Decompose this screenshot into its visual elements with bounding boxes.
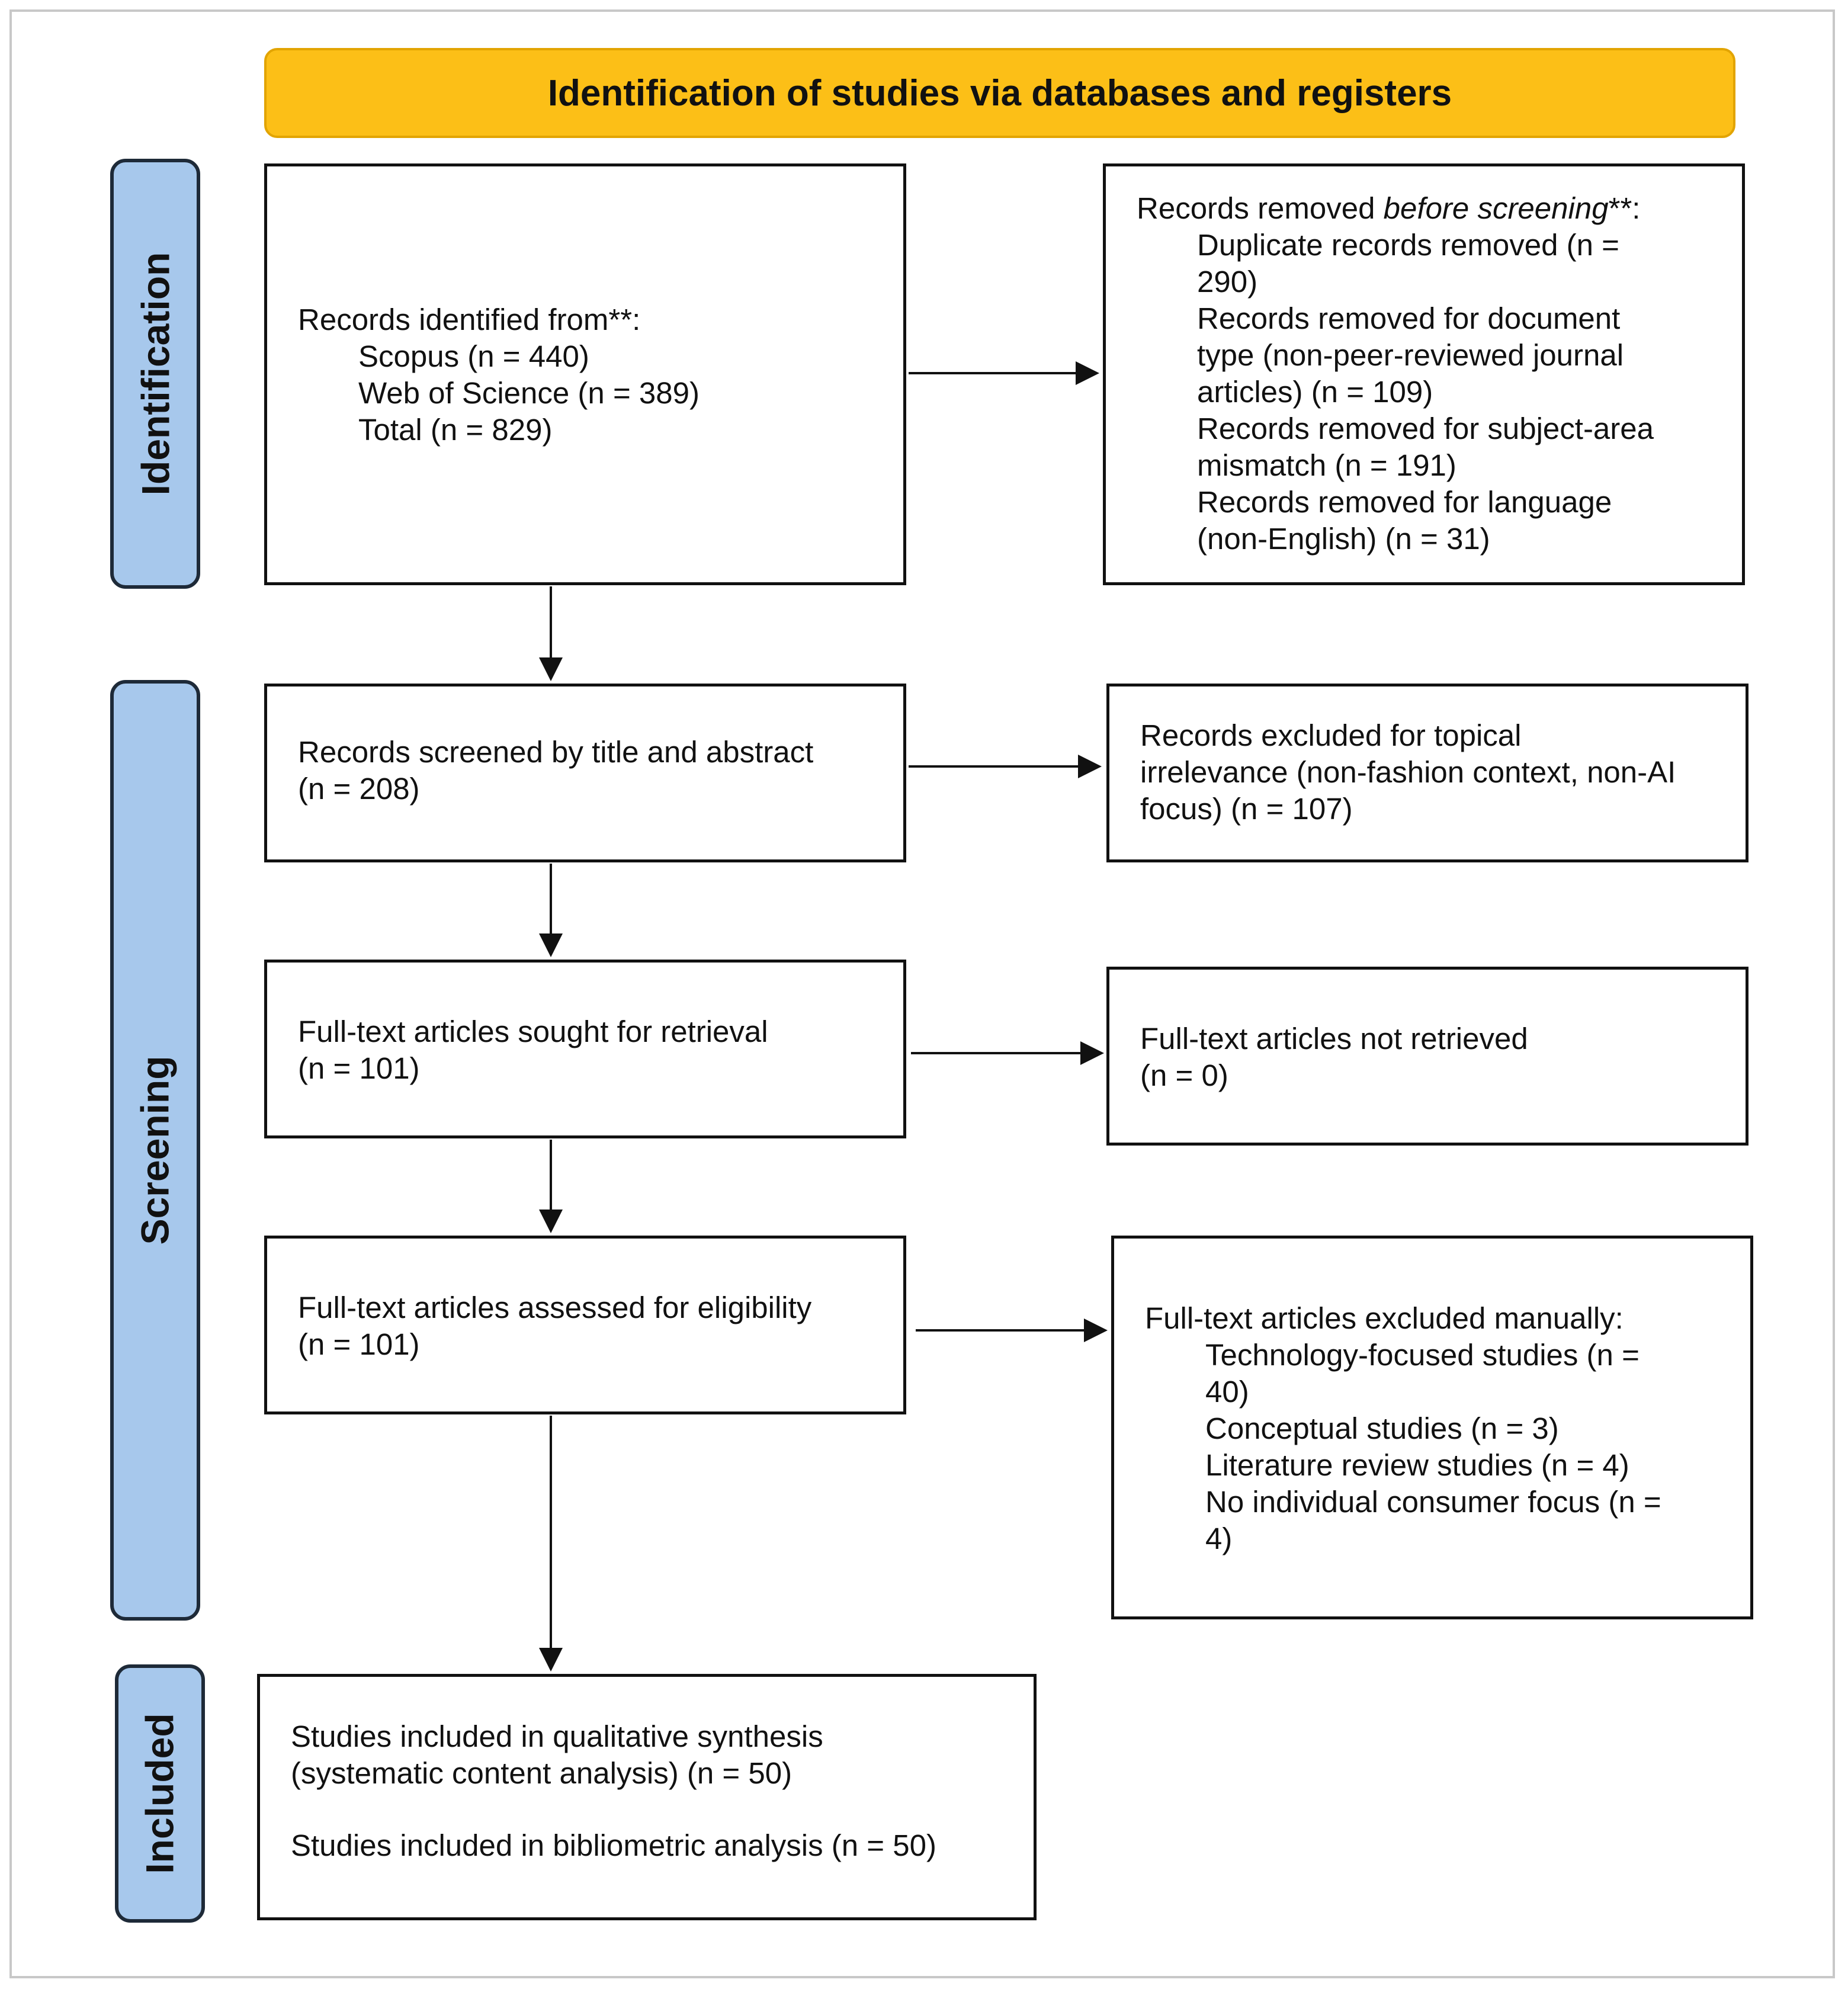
not-retrieved-line: (n = 0) xyxy=(1140,1058,1228,1092)
sought-line: Full-text articles sought for retrieval xyxy=(298,1015,768,1048)
excluded-manual-line: No individual consumer focus (n = xyxy=(1205,1485,1661,1519)
records-excluded-topical-box: Records excluded for topical irrelevance… xyxy=(1106,684,1748,862)
assessed-line: (n = 101) xyxy=(298,1327,420,1361)
removed-line: mismatch (n = 191) xyxy=(1197,448,1456,482)
phase-screening: Screening xyxy=(110,680,200,1621)
records-removed-heading: Records removed before screening**: xyxy=(1137,190,1654,227)
removed-line: Records removed for subject-area xyxy=(1197,412,1654,445)
identification-header-banner: Identification of studies via databases … xyxy=(264,48,1735,138)
studies-included-box: Studies included in qualitative synthesi… xyxy=(257,1674,1037,1920)
excluded-manual-line: 40) xyxy=(1205,1375,1249,1409)
screened-line: Records screened by title and abstract xyxy=(298,735,814,769)
included-bibliometric: Studies included in bibliometric analysi… xyxy=(291,1828,936,1862)
removed-line: articles) (n = 109) xyxy=(1197,375,1433,409)
sought-for-retrieval-box: Full-text articles sought for retrieval … xyxy=(264,960,906,1138)
records-identified-heading: Records identified from**: xyxy=(298,303,641,336)
source-web-of-science: Web of Science (n = 389) xyxy=(358,376,700,410)
removed-line: type (non-peer-reviewed journal xyxy=(1197,338,1624,372)
removed-line: Records removed for language xyxy=(1197,485,1612,519)
source-scopus: Scopus (n = 440) xyxy=(358,339,589,373)
records-identified-box: Records identified from**: Scopus (n = 4… xyxy=(264,163,906,585)
excluded-manual-line: Literature review studies (n = 4) xyxy=(1205,1448,1629,1482)
removed-line: 290) xyxy=(1197,265,1258,299)
header-title: Identification of studies via databases … xyxy=(547,72,1452,114)
assessed-line: Full-text articles assessed for eligibil… xyxy=(298,1291,812,1324)
not-retrieved-line: Full-text articles not retrieved xyxy=(1140,1022,1528,1056)
removed-line: Duplicate records removed (n = xyxy=(1197,228,1619,262)
excluded-topical-line: Records excluded for topical xyxy=(1140,718,1522,752)
not-retrieved-box: Full-text articles not retrieved (n = 0) xyxy=(1106,967,1748,1146)
records-removed-heading-prefix: Records removed xyxy=(1137,191,1384,225)
excluded-topical-line: focus) (n = 107) xyxy=(1140,792,1353,826)
source-total: Total (n = 829) xyxy=(358,413,553,447)
removed-line: Records removed for document xyxy=(1197,301,1621,335)
included-line: Studies included in qualitative synthesi… xyxy=(291,1719,823,1753)
phase-included: Included xyxy=(115,1664,205,1923)
records-screened-box: Records screened by title and abstract (… xyxy=(264,684,906,862)
removed-line: (non-English) (n = 31) xyxy=(1197,522,1490,556)
screened-line: (n = 208) xyxy=(298,772,420,806)
assessed-for-eligibility-box: Full-text articles assessed for eligibil… xyxy=(264,1236,906,1414)
records-removed-box: Records removed before screening**: Dupl… xyxy=(1103,163,1745,585)
included-line: (systematic content analysis) (n = 50) xyxy=(291,1756,793,1790)
excluded-manually-box: Full-text articles excluded manually: Te… xyxy=(1111,1236,1753,1619)
phase-identification: Identification xyxy=(110,159,200,589)
excluded-topical-line: irrelevance (non-fashion context, non-AI xyxy=(1140,755,1676,789)
records-removed-heading-italic: before screening xyxy=(1383,191,1609,225)
excluded-manual-line: Conceptual studies (n = 3) xyxy=(1205,1411,1559,1445)
records-removed-heading-suffix: **: xyxy=(1608,191,1641,225)
excluded-manual-line: Technology-focused studies (n = xyxy=(1205,1338,1640,1372)
excluded-manually-heading: Full-text articles excluded manually: xyxy=(1145,1301,1624,1335)
sought-line: (n = 101) xyxy=(298,1051,420,1085)
excluded-manual-line: 4) xyxy=(1205,1522,1233,1555)
